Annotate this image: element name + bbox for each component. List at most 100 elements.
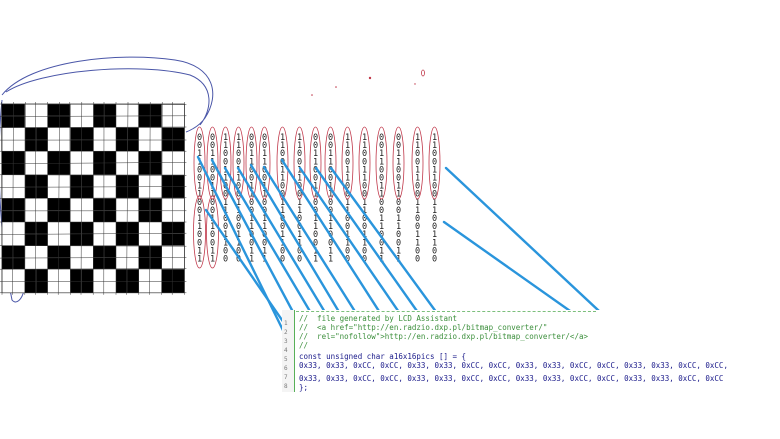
checker-cell: [138, 104, 151, 116]
bit-digit: 1: [236, 133, 241, 143]
bit-digit: 1: [297, 133, 302, 143]
checker-cell: [47, 210, 59, 222]
bit-digit: 0: [197, 141, 202, 151]
checker-cell: [47, 245, 59, 258]
bit-digit: 0: [328, 165, 333, 175]
checker-cell: [59, 210, 71, 222]
bit-digit: 0: [379, 141, 384, 151]
checker-cell: [104, 104, 116, 116]
bit-digit: 0: [415, 149, 420, 159]
checker-cell: [138, 151, 151, 163]
checker-cell: [36, 222, 48, 234]
column-ellipses: [193, 126, 441, 371]
bit-digit: 0: [396, 238, 401, 248]
checker-cell: [161, 233, 173, 246]
bit-digit: 0: [415, 222, 420, 232]
bit-digit: 0: [313, 133, 318, 143]
bit-digit: 0: [396, 230, 401, 240]
bit-digit: 1: [415, 165, 420, 175]
bit-digit: 1: [328, 255, 333, 265]
bit-digit: 0: [223, 255, 228, 265]
bit-digit: 1: [197, 182, 202, 192]
checker-cell: [93, 210, 105, 222]
checker-cell: [93, 163, 105, 175]
checker-cell: [127, 127, 139, 140]
bit-digit: 1: [415, 206, 420, 216]
grid-line: [80, 101, 83, 295]
column-ellipse: [324, 126, 337, 200]
column-ellipse: [309, 126, 322, 200]
bit-digit: 0: [262, 174, 267, 184]
bit-digit: 1: [249, 149, 254, 159]
bit-digit: 0: [262, 133, 267, 143]
checker-cell: [24, 174, 37, 187]
bit-digit: 1: [415, 174, 420, 184]
bit-digit: 1: [262, 222, 267, 232]
bit-digit: 0: [328, 133, 333, 143]
bit-digit: 0: [236, 255, 241, 265]
bit-digit: 1: [362, 198, 367, 208]
bit-digit: 1: [236, 141, 241, 151]
checker-cell: [13, 210, 25, 222]
bit-digit: 1: [210, 222, 215, 232]
checker-cell: [59, 245, 71, 258]
bit-digit: 1: [379, 190, 384, 200]
bit-digit: 0: [197, 133, 202, 143]
grid-line: [0, 103, 187, 105]
checker-cell: [13, 245, 25, 258]
bit-digit: 0: [210, 206, 215, 216]
checker-cell: [36, 139, 48, 152]
checker-cell: [93, 257, 105, 270]
checker-cell: [59, 163, 71, 175]
checker-cell: [47, 104, 59, 116]
bit-digit: 1: [223, 238, 228, 248]
bit-digit: 1: [197, 222, 202, 232]
bit-digit: 1: [297, 198, 302, 208]
bit-digit: 1: [197, 214, 202, 224]
bit-digit: 0: [415, 214, 420, 224]
checker-cell: [138, 245, 151, 258]
bit-digit: 1: [236, 198, 241, 208]
bit-digit: 1: [432, 141, 437, 151]
bit-digit: 0: [432, 190, 437, 200]
checker-cell: [70, 281, 82, 293]
bit-digit: 0: [379, 174, 384, 184]
bit-digit: 1: [328, 214, 333, 224]
bit-digit: 0: [313, 238, 318, 248]
checker-cell: [150, 257, 162, 270]
bit-digit: 0: [379, 198, 384, 208]
bit-digit: 1: [328, 157, 333, 167]
bit-digit: 1: [362, 238, 367, 248]
bit-digit: 1: [210, 255, 215, 265]
checker-cell: [70, 139, 82, 152]
bit-digit: 1: [328, 190, 333, 200]
grid-line: [0, 126, 187, 128]
red-dot: [311, 94, 313, 96]
bit-digit: 0: [362, 255, 367, 265]
bit-digit: 1: [362, 133, 367, 143]
checker-cell: [2, 257, 14, 270]
bit-digit: 0: [249, 174, 254, 184]
bit-digit: 0: [415, 157, 420, 167]
bit-digit: 1: [249, 190, 254, 200]
grid-line: [0, 245, 187, 247]
bit-digit: 0: [328, 198, 333, 208]
checker-cell: [70, 127, 82, 140]
bit-digit: 1: [379, 157, 384, 167]
bit-digit: 1: [280, 198, 285, 208]
checker-cell: [24, 186, 37, 199]
checker-cell: [70, 186, 82, 199]
checker-cell: [59, 198, 71, 211]
checker-cell: [36, 174, 48, 187]
checker-cell: [127, 281, 139, 293]
bit-digit: 1: [197, 149, 202, 159]
bit-digit: 0: [345, 246, 350, 256]
column-ellipse: [206, 195, 219, 269]
checker-cell: [104, 163, 116, 175]
checker-cell: [81, 222, 94, 234]
bit-digit: 1: [415, 141, 420, 151]
checker-cell: [2, 198, 14, 211]
bit-digit: 1: [297, 141, 302, 151]
bit-digit: 0: [396, 133, 401, 143]
